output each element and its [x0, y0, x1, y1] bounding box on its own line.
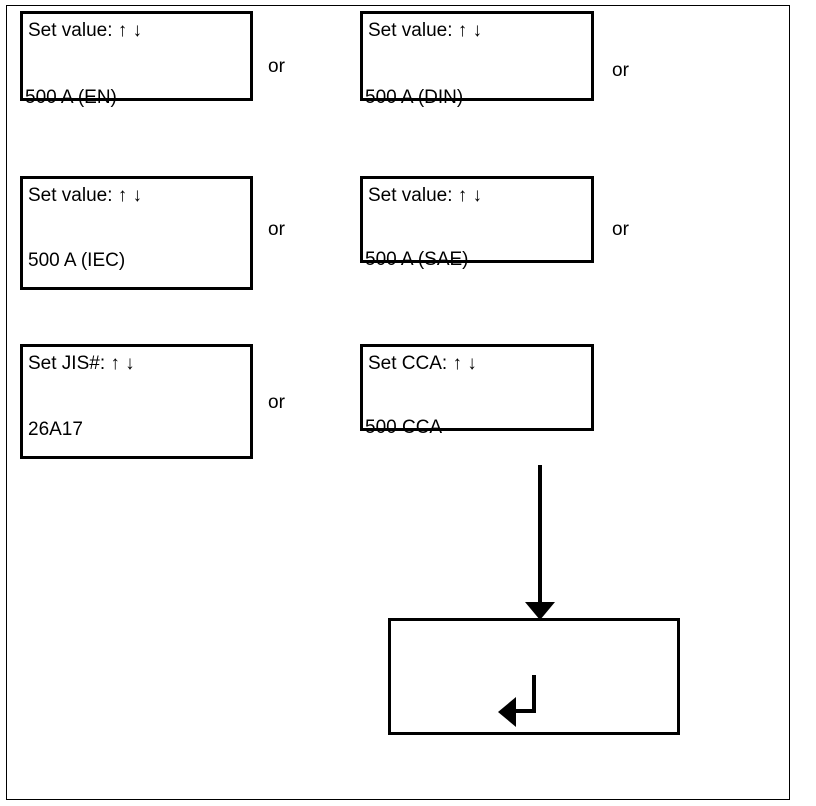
or-label-row3-left: or [268, 392, 285, 413]
display-line-value-en: 500 A (EN) [25, 87, 117, 108]
display-line-value-din: 500 A (DIN) [365, 87, 464, 108]
or-label-row1-right: or [612, 60, 629, 81]
display-box-en[interactable]: Set value: ↑ ↓ [20, 11, 253, 101]
display-box-iec[interactable]: Set value: ↑ ↓ 500 A (IEC) [20, 176, 253, 290]
display-box-jis[interactable]: Set JIS#: ↑ ↓ 26A17 [20, 344, 253, 459]
flow-arrow-down-icon [525, 465, 555, 620]
display-box-enter[interactable] [388, 618, 680, 735]
display-line-set-value-iec: Set value: ↑ ↓ [28, 185, 143, 206]
display-box-din[interactable]: Set value: ↑ ↓ [360, 11, 594, 101]
display-line-set-value-din: Set value: ↑ ↓ [368, 20, 483, 41]
display-line-value-jis: 26A17 [28, 419, 83, 440]
display-line-set-jis: Set JIS#: ↑ ↓ [28, 353, 135, 374]
display-line-value-iec: 500 A (IEC) [28, 250, 126, 271]
enter-return-icon [498, 675, 536, 727]
display-line-value-sae: 500 A (SAE) [365, 249, 469, 270]
display-line-set-value-en: Set value: ↑ ↓ [28, 20, 143, 41]
display-line-set-value-sae: Set value: ↑ ↓ [368, 185, 483, 206]
display-box-cca[interactable]: Set CCA: ↑ ↓ [360, 344, 594, 431]
display-line-set-cca: Set CCA: ↑ ↓ [368, 353, 477, 374]
or-label-row1-left: or [268, 56, 285, 77]
display-box-sae[interactable]: Set value: ↑ ↓ [360, 176, 594, 263]
or-label-row2-right: or [612, 219, 629, 240]
display-line-value-cca: 500 CCA [365, 417, 443, 438]
or-label-row2-left: or [268, 219, 285, 240]
